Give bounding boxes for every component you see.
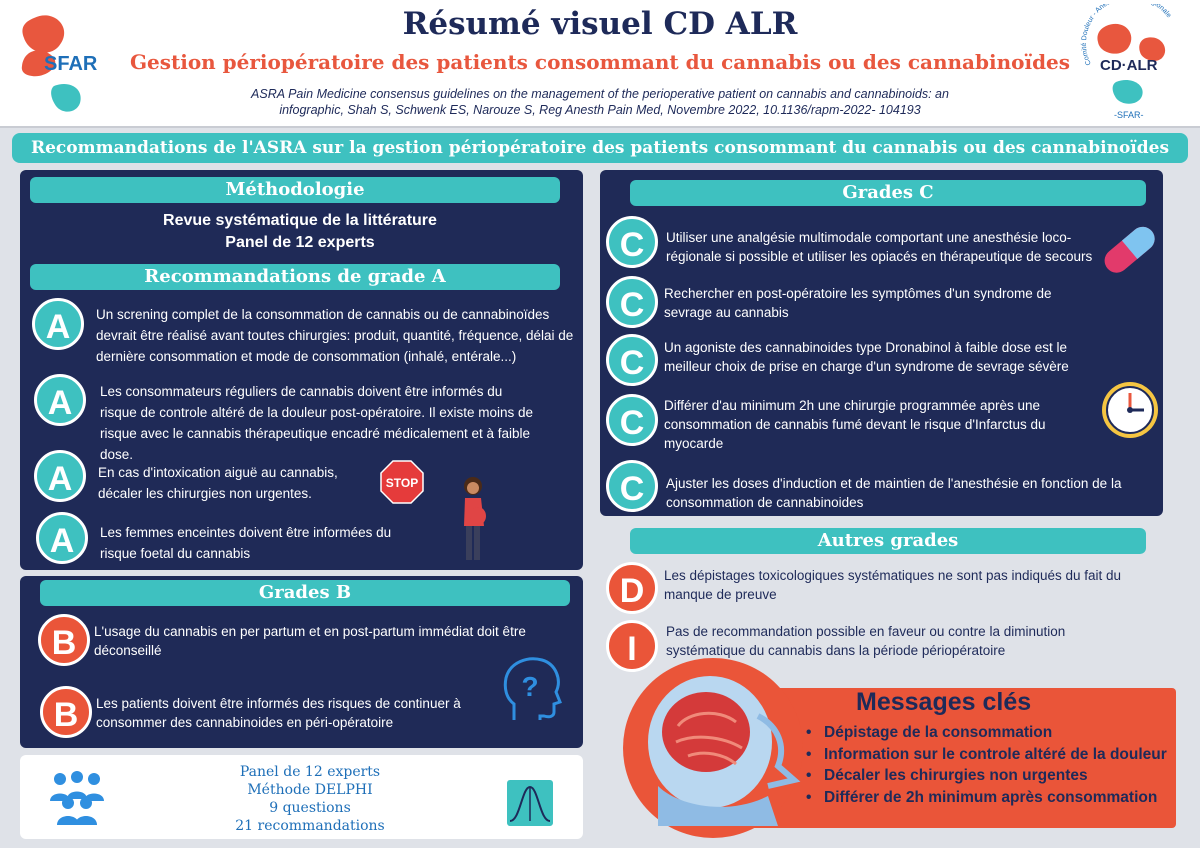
grade-c-badge-3: C <box>606 334 658 386</box>
grade-c-text-2: Rechercher en post-opératoire les symptô… <box>664 286 1052 320</box>
grade-c-text-5: Ajuster les doses d'induction et de main… <box>666 476 1122 510</box>
cd-alr-bottom-text: -SFAR- <box>1114 110 1144 120</box>
grade-b-title: Grades B <box>40 580 570 606</box>
other-grades-title: Autres grades <box>630 528 1146 554</box>
grade-a-badge-2: A <box>34 374 86 426</box>
methodology-line1: Revue systématique de la littérature <box>163 212 437 229</box>
grade-b-text-1: L'usage du cannabis en per partum et en … <box>94 624 526 658</box>
grade-i-text: Pas de recommandation possible en faveur… <box>666 624 1066 658</box>
methodology-title: Méthodologie <box>30 177 560 203</box>
grade-a-badge-3: A <box>34 450 86 502</box>
methodology-text: Revue systématique de la littérature Pan… <box>20 210 580 254</box>
grade-c-badge-4: C <box>606 394 658 446</box>
clock-icon <box>1102 382 1158 438</box>
summary-line3: 9 questions <box>269 800 351 816</box>
header: SFAR Résumé visuel CD ALR Gestion périop… <box>0 0 1200 128</box>
grade-a-title: Recommandations de grade A <box>30 264 560 290</box>
key-message-2: Information sur le controle altéré de la… <box>806 744 1167 766</box>
reference-citation: ASRA Pain Medicine consensus guidelines … <box>251 87 949 117</box>
grade-i-badge: I <box>606 620 658 672</box>
head-question-icon: ? <box>503 657 562 720</box>
grade-d-badge: D <box>606 562 658 614</box>
pregnant-woman-icon <box>464 477 486 560</box>
grade-d-text: Les dépistages toxicologiques systématiq… <box>664 568 1122 602</box>
key-message-4: Différer de 2h minimum après consommatio… <box>806 787 1167 809</box>
page-subtitle: Gestion périopératoire des patients cons… <box>129 50 1071 74</box>
methodology-summary-box: Panel de 12 experts Méthode DELPHI 9 que… <box>20 755 583 839</box>
methodology-line2: Panel de 12 experts <box>225 234 375 251</box>
summary-line1: Panel de 12 experts <box>239 764 381 780</box>
grade-c-text-1: Utiliser une analgésie multimodale compo… <box>666 230 1093 264</box>
cd-alr-logo: Comité Douleur - Anesthésie Locorégional… <box>1081 4 1172 120</box>
pill-capsule-icon <box>1104 226 1155 273</box>
grade-a-badge-1: A <box>32 298 84 350</box>
brain-head-icon <box>623 658 803 838</box>
grade-b-badge-2: B <box>40 686 92 738</box>
methodology-summary-text: Panel de 12 experts Méthode DELPHI 9 que… <box>180 763 440 835</box>
sfar-logo: SFAR <box>21 15 98 112</box>
key-message-1: Dépistage de la consommation <box>806 722 1167 744</box>
grade-a-panel <box>20 170 583 570</box>
grade-c-badge-2: C <box>606 276 658 328</box>
grade-a-text-1: Un screning complet de la consommation d… <box>96 307 574 364</box>
sfar-logo-text: SFAR <box>44 53 98 75</box>
key-message-3: Décaler les chirurgies non urgentes <box>806 765 1167 787</box>
main-banner: Recommandations de l'ASRA sur la gestion… <box>12 133 1188 163</box>
grade-c-panel <box>600 170 1163 516</box>
grade-c-text-4: Différer d'au minimum 2h une chirurgie p… <box>664 398 1046 451</box>
page-title: Résumé visuel CD ALR <box>402 6 798 42</box>
key-messages-title: Messages clés <box>856 688 1032 716</box>
grade-a-text-2: Les consommateurs réguliers de cannabis … <box>100 384 533 462</box>
summary-line2: Méthode DELPHI <box>247 782 373 798</box>
grade-b-badge-1: B <box>38 614 90 666</box>
stop-sign-label: STOP <box>386 476 418 490</box>
key-messages-list: Dépistage de la consommation Information… <box>806 722 1167 808</box>
grade-b-text-2: Les patients doivent être informés des r… <box>96 696 461 730</box>
grade-a-badge-4: A <box>36 512 88 564</box>
grade-a-text-4: Les femmes enceintes doivent être inform… <box>100 525 392 561</box>
grade-c-badge-1: C <box>606 216 658 268</box>
grade-a-text-3: En cas d'intoxication aiguë au cannabis,… <box>98 465 338 501</box>
bell-curve-icon <box>507 780 553 826</box>
stop-sign-icon: STOP <box>380 460 424 504</box>
group-people-icon <box>50 771 104 825</box>
grade-c-text-3: Un agoniste des cannabinoides type Drona… <box>664 340 1069 374</box>
grade-c-badge-5: C <box>606 460 658 512</box>
svg-text:?: ? <box>521 671 538 702</box>
summary-line4: 21 recommandations <box>235 818 385 834</box>
cd-alr-text: CD·ALR <box>1100 57 1158 74</box>
grade-c-title: Grades C <box>630 180 1146 206</box>
